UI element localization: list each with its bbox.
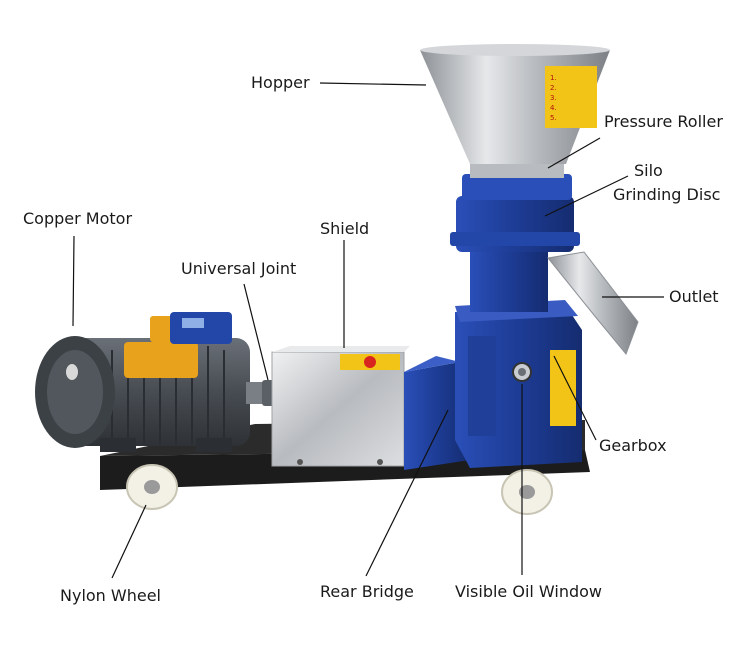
nylon-wheel-right — [501, 469, 553, 515]
leader-copper-motor — [72, 235, 75, 327]
shield — [271, 346, 410, 467]
label-pressure-roller: Pressure Roller — [604, 112, 723, 131]
label-outlet: Outlet — [669, 287, 719, 306]
nylon-wheel-left — [126, 464, 178, 510]
leader-silo — [544, 175, 629, 217]
label-rear-bridge: Rear Bridge — [320, 582, 414, 601]
sticker-line: 4. — [550, 104, 557, 112]
leader-pressure-roller — [547, 137, 601, 169]
leader-gearbox — [553, 355, 597, 441]
sticker-line: 3. — [550, 94, 557, 102]
label-universal-joint: Universal Joint — [181, 259, 297, 278]
label-copper-motor: Copper Motor — [23, 209, 133, 228]
leader-nylon-wheel — [111, 504, 147, 579]
silo-body — [450, 164, 580, 312]
rear-bridge — [404, 356, 470, 470]
outlet — [547, 251, 639, 355]
hopper — [420, 44, 610, 164]
label-silo: Silo — [634, 161, 663, 180]
sticker-line: 5. — [550, 114, 557, 122]
sticker-line: 1. — [550, 74, 557, 82]
label-visible-oil-window: Visible Oil Window — [455, 582, 603, 601]
label-gearbox: Gearbox — [599, 436, 667, 455]
leader-universal-joint — [243, 283, 269, 381]
leader-hopper — [319, 82, 427, 86]
label-nylon-wheel: Nylon Wheel — [60, 586, 161, 605]
leader-rear-bridge — [365, 409, 449, 577]
leader-lines — [72, 82, 664, 579]
label-grinding-disc: Grinding Disc — [613, 185, 721, 204]
sticker-line: 2. — [550, 84, 557, 92]
label-shield: Shield — [320, 219, 370, 238]
label-hopper: Hopper — [251, 73, 310, 92]
gearbox — [455, 300, 582, 468]
copper-motor — [35, 312, 272, 452]
